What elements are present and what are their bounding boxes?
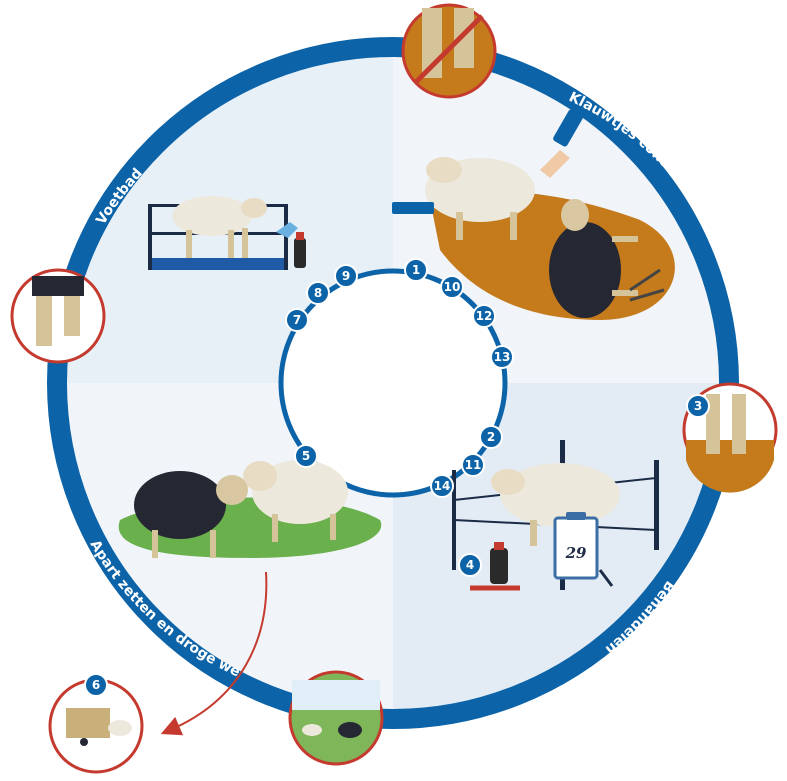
trailer-icon bbox=[66, 708, 110, 738]
callout-trailer bbox=[48, 678, 144, 774]
prohibited-icon bbox=[414, 14, 484, 84]
step-badge-label-12: 12 bbox=[476, 309, 493, 323]
black-sheep-tipped bbox=[549, 222, 621, 318]
medicine-bottle-icon bbox=[490, 548, 508, 584]
step-badge-label-5: 5 bbox=[302, 449, 310, 463]
sleeve-right bbox=[553, 109, 583, 147]
arrow-to-trailer bbox=[160, 571, 268, 736]
white-sheep-body bbox=[172, 196, 252, 236]
step-badge-label-4: 4 bbox=[466, 558, 474, 572]
callout-bottom-pasture bbox=[288, 670, 384, 766]
callout-top-no-touch bbox=[401, 3, 497, 99]
step-badge-9 bbox=[334, 264, 358, 288]
step-badge-label-6: 6 bbox=[92, 678, 100, 692]
step-badge-2 bbox=[479, 425, 503, 449]
step-badge-8 bbox=[306, 281, 330, 305]
step-badge-label-14: 14 bbox=[434, 479, 451, 493]
sleeve-left bbox=[392, 202, 434, 214]
disinfectant-bottle-icon bbox=[294, 238, 306, 268]
step-badge-label-1: 1 bbox=[412, 263, 420, 277]
inner-ring bbox=[278, 268, 508, 498]
step-badge-3 bbox=[686, 394, 710, 418]
step-badge-label-7: 7 bbox=[293, 313, 301, 327]
step-badge-6 bbox=[84, 673, 108, 697]
step-badge-11 bbox=[461, 453, 485, 477]
step-badge-13 bbox=[490, 345, 514, 369]
step-badge-7 bbox=[285, 308, 309, 332]
footbath-tray bbox=[148, 258, 288, 270]
calendar-day: 29 bbox=[565, 544, 587, 562]
callout-left-hooves bbox=[10, 268, 106, 364]
watering-can-icon bbox=[276, 222, 298, 238]
white-sheep-treated bbox=[500, 463, 620, 527]
step-badge-12 bbox=[472, 304, 496, 328]
hoof-check-scene bbox=[392, 109, 675, 320]
step-badge-label-10: 10 bbox=[444, 280, 461, 294]
step-badge-label-13: 13 bbox=[494, 350, 511, 364]
step-badge-14 bbox=[430, 474, 454, 498]
step-badge-10 bbox=[440, 275, 464, 299]
black-sheep-pasture bbox=[134, 471, 226, 539]
treatment-scene: 29 bbox=[452, 440, 659, 591]
hand-icon bbox=[540, 150, 570, 178]
dry-pasture-scene bbox=[118, 460, 382, 558]
step-badge-label-3: 3 bbox=[694, 399, 702, 413]
step-badge-1 bbox=[404, 258, 428, 282]
step-badge-4 bbox=[458, 553, 482, 577]
step-badge-label-9: 9 bbox=[342, 269, 350, 283]
shears-icon bbox=[629, 268, 665, 302]
step-badge-label-11: 11 bbox=[465, 458, 482, 472]
step-badge-5 bbox=[294, 444, 318, 468]
step-badge-label-2: 2 bbox=[487, 430, 495, 444]
footbath-scene bbox=[148, 196, 306, 270]
step-badge-label-8: 8 bbox=[314, 286, 322, 300]
